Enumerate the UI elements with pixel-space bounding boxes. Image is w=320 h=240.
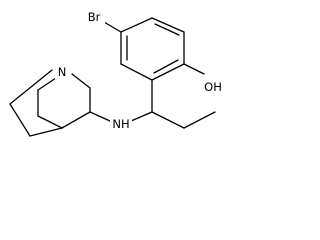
chemical-structure-diagram: Br OH NH N xyxy=(9,10,224,137)
bond-ch-to-ethyl xyxy=(151,111,185,129)
ring-bond-1 xyxy=(151,17,185,33)
substituent-bonds xyxy=(89,21,216,129)
bond-ring-to-oh xyxy=(183,63,205,75)
atom-labels: Br OH NH N xyxy=(55,10,224,131)
cage-bond-cb-n xyxy=(9,69,53,105)
bond-ring-to-bromine xyxy=(103,21,122,33)
ring-bond-6 xyxy=(120,17,153,33)
ring-bond-3 xyxy=(151,63,185,81)
hydroxyl-label: OH xyxy=(204,80,222,94)
bond-ch-to-nh xyxy=(130,111,153,122)
cage-bond-cd-n xyxy=(37,77,57,91)
cage-bond-ca-cb xyxy=(9,103,31,137)
cage-bond-c4-ca xyxy=(29,127,63,137)
bromine-label: Br xyxy=(88,10,101,24)
bridgehead-nitrogen-label: N xyxy=(58,65,67,79)
ring-double-bond-2 xyxy=(153,59,179,74)
bond-nh-to-quinuclidine xyxy=(89,111,111,122)
ring-double-bond-1 xyxy=(154,23,180,36)
quinuclidine-cage xyxy=(9,69,91,137)
cage-bond-c2-n xyxy=(71,73,91,89)
amine-nh-label: NH xyxy=(112,117,129,131)
bond-ethyl-ch2-ch3 xyxy=(183,111,216,129)
benzene-ring xyxy=(120,17,185,81)
cage-bond-c4-cc xyxy=(37,115,63,129)
ring-bond-4 xyxy=(120,63,153,81)
cage-bond-c3-c4 xyxy=(61,111,91,129)
